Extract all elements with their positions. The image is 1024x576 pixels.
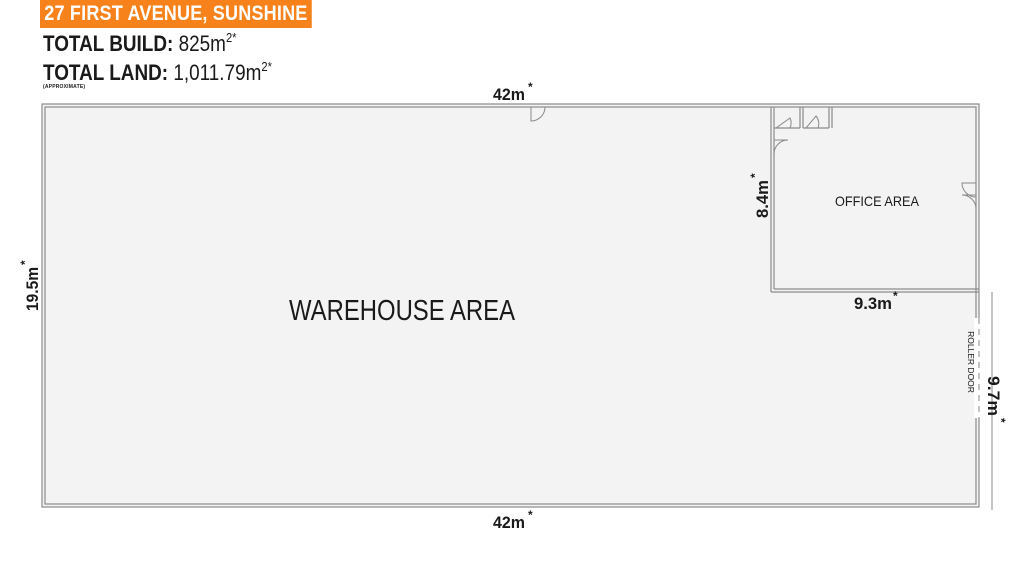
dim-roller-door-value: 9.7m <box>984 376 1003 416</box>
outer-walls <box>41 103 980 508</box>
dim-office-width: 9.3m * <box>854 289 898 313</box>
total-build: TOTAL BUILD: 825m2* <box>43 30 237 57</box>
total-land-label: TOTAL LAND: <box>43 60 169 85</box>
total-build-value: 825m <box>178 31 226 56</box>
roller-door-label: ROLLER DOOR <box>966 331 976 393</box>
dim-top: 42m * <box>493 80 533 104</box>
total-land: TOTAL LAND: 1,011.79m2* <box>43 59 272 86</box>
door-swings <box>530 106 977 210</box>
dim-left: 19.5m * <box>18 260 42 311</box>
dim-top-star: * <box>528 80 533 94</box>
total-build-sup: 2* <box>225 30 237 45</box>
dim-bottom-width: 42m <box>493 513 525 532</box>
dim-roller-door-star: * <box>994 418 1008 423</box>
dim-office-height: 8.4m * <box>748 173 772 218</box>
dim-bottom: 42m * <box>493 508 533 532</box>
warehouse-floor <box>42 104 979 507</box>
dim-top-width: 42m <box>493 85 525 104</box>
header: 27 FIRST AVENUE, SUNSHINE TOTAL BUILD: 8… <box>40 0 356 90</box>
dim-office-height-star: * <box>748 173 762 178</box>
dim-roller-door: 9.7m * <box>984 376 1008 423</box>
total-land-sup: 2* <box>261 59 272 74</box>
dim-left-star: * <box>18 260 32 265</box>
dim-bottom-star: * <box>528 508 533 522</box>
office-area-label: OFFICE AREA <box>835 193 920 209</box>
warehouse-area-label: WAREHOUSE AREA <box>289 295 516 327</box>
address-banner: 27 FIRST AVENUE, SUNSHINE <box>40 0 312 28</box>
roller-door-gap <box>974 318 982 418</box>
dim-left-height: 19.5m <box>23 267 42 311</box>
dim-office-height-value: 8.4m <box>753 180 772 218</box>
office-walls <box>770 107 979 293</box>
dim-office-width-star: * <box>893 289 898 303</box>
total-build-label: TOTAL BUILD: <box>43 31 174 56</box>
total-land-value: 1,011.79m <box>173 60 262 85</box>
dim-office-width-value: 9.3m <box>854 294 892 313</box>
approximate-note: (APPROXIMATE) <box>43 84 86 90</box>
